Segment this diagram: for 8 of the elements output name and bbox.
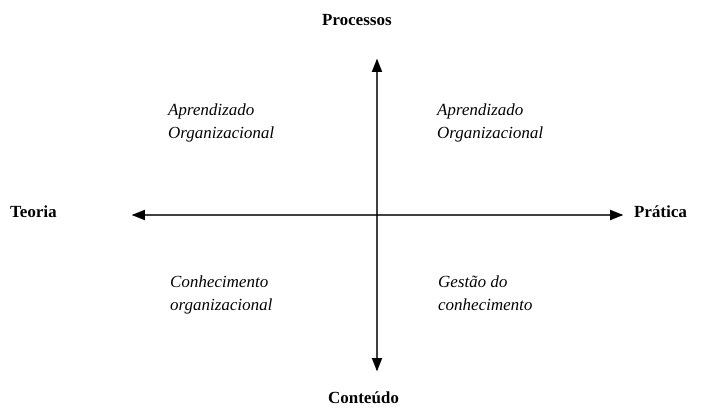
axis-label: Processos <box>322 10 392 30</box>
quadrant-label: Gestão do conhecimento <box>438 271 534 316</box>
quadrant-label: Conhecimento organizacional <box>170 271 274 316</box>
quadrant-label: Aprendizado Organizacional <box>437 99 544 144</box>
axis-label: Prática <box>634 202 687 222</box>
axis-label: Teoria <box>10 202 57 222</box>
quadrant-label: Aprendizado Organizacional <box>168 99 276 144</box>
axis-label: Conteúdo <box>328 388 399 408</box>
